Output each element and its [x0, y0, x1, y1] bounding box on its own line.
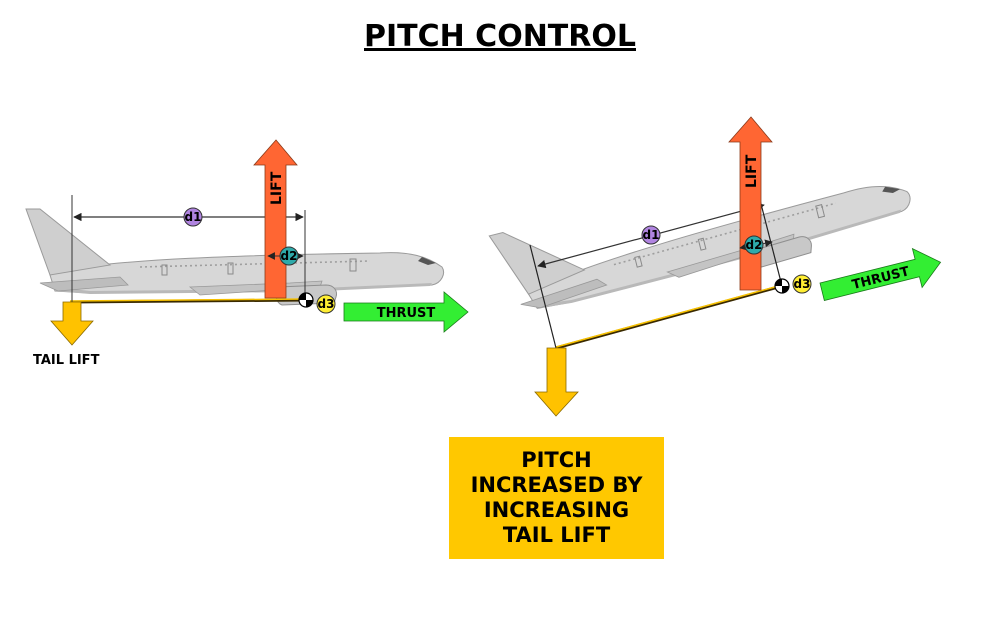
right-d1-extension-tail [529, 244, 557, 349]
left-lift-arrow: LIFT [253, 139, 298, 299]
left-aircraft [25, 208, 445, 306]
left-d3-label: d3 [318, 297, 335, 311]
page-title: PITCH CONTROL [364, 19, 636, 54]
left-lift-label: LIFT [269, 171, 285, 205]
left-thrust-label: THRUST [377, 306, 436, 321]
left-tail-lift-arrow [50, 301, 94, 346]
right-d2-label: d2 [746, 238, 763, 252]
left-center-of-gravity-icon [298, 292, 314, 308]
right-d1-marker: d1 [641, 225, 661, 245]
left-moment-arm [69, 298, 307, 304]
left-d1-label: d1 [185, 210, 202, 224]
left-tail-lift-label: TAIL LIFT [33, 353, 100, 368]
note-box: PITCH INCREASED BY INCREASING TAIL LIFT [449, 437, 664, 559]
left-d2-marker: d2 [279, 246, 299, 266]
right-diagram: d1 LIFT d2 d3 THRUST [488, 116, 942, 417]
right-tail-lift-arrow [534, 347, 579, 417]
note-text: PITCH INCREASED BY INCREASING TAIL LIFT [470, 448, 643, 547]
left-d2-label: d2 [281, 249, 298, 263]
right-lift-label: LIFT [744, 154, 760, 188]
right-moment-arm [555, 284, 783, 350]
right-lift-arrow: LIFT [728, 116, 773, 291]
right-center-of-gravity-icon [774, 278, 790, 294]
right-d1-label: d1 [643, 228, 660, 242]
right-d3-marker: d3 [792, 274, 812, 294]
right-d3-label: d3 [794, 277, 811, 291]
right-thrust-arrow: THRUST [819, 247, 942, 301]
left-diagram: d1 LIFT d2 d3 THRUST TAI [25, 139, 469, 368]
right-aircraft [488, 134, 919, 330]
right-d2-marker: d2 [744, 235, 764, 255]
left-thrust-arrow: THRUST [343, 291, 469, 333]
left-d1-marker: d1 [183, 207, 203, 227]
left-d3-marker: d3 [316, 294, 336, 314]
